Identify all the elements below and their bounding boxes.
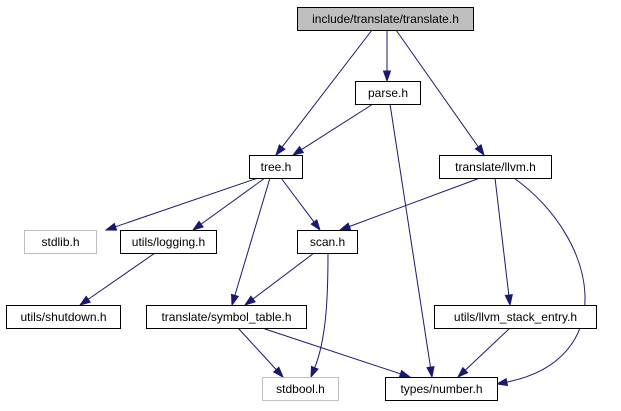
edge-line bbox=[200, 177, 266, 226]
node-label: include/translate/translate.h bbox=[312, 12, 459, 26]
edge-tree_h-to-logging_h bbox=[191, 177, 266, 231]
arrowhead-icon bbox=[310, 219, 321, 232]
node-box bbox=[262, 377, 339, 401]
arrowhead-icon bbox=[338, 222, 352, 231]
node-stdbool-h[interactable]: stdbool.h bbox=[262, 377, 339, 401]
arrowhead-icon bbox=[272, 366, 285, 379]
arrowhead-icon bbox=[382, 70, 392, 83]
arrowhead-icon bbox=[398, 369, 412, 378]
node-translate-h[interactable]: include/translate/translate.h bbox=[297, 7, 474, 31]
node-box bbox=[385, 377, 498, 401]
edge-line bbox=[300, 103, 374, 151]
edge-llvm_h-to-stackentry_h bbox=[494, 177, 513, 307]
node-box bbox=[297, 230, 358, 254]
node-box bbox=[439, 155, 552, 179]
edge-scan_h-to-symtab_h bbox=[243, 252, 315, 306]
edge-stackentry_h-to-number_h bbox=[456, 327, 511, 379]
node-label: stdlib.h bbox=[41, 235, 79, 249]
edge-line bbox=[280, 177, 315, 224]
edge-line bbox=[251, 252, 315, 300]
arrowhead-icon bbox=[104, 222, 118, 231]
edge-scan_h-to-stdbool_h bbox=[310, 252, 329, 379]
node-parse-h[interactable]: parse.h bbox=[355, 81, 421, 105]
edge-line bbox=[234, 177, 271, 297]
edge-parse_h-to-number_h bbox=[389, 103, 435, 379]
edge-line bbox=[348, 177, 481, 228]
node-box bbox=[146, 305, 307, 329]
node-number-h[interactable]: types/number.h bbox=[385, 377, 498, 401]
arrowhead-icon bbox=[78, 295, 92, 306]
edge-tree_h-to-scan_h bbox=[280, 177, 321, 232]
arrowhead-icon bbox=[243, 295, 256, 306]
node-box bbox=[434, 305, 597, 329]
edge-line bbox=[494, 177, 510, 297]
edge-translate_h-to-llvm_h bbox=[395, 29, 485, 157]
node-shutdown-h[interactable]: utils/shutdown.h bbox=[6, 305, 121, 329]
arrowhead-icon bbox=[275, 144, 286, 157]
node-tree-h[interactable]: tree.h bbox=[249, 155, 303, 179]
node-box bbox=[24, 230, 97, 254]
arrowhead-icon bbox=[191, 220, 204, 231]
edge-line bbox=[237, 327, 278, 371]
node-logging-h[interactable]: utils/logging.h bbox=[120, 230, 217, 254]
node-label: utils/llvm_stack_entry.h bbox=[454, 310, 577, 324]
node-label: translate/symbol_table.h bbox=[161, 310, 291, 324]
node-box bbox=[249, 155, 303, 179]
edge-line bbox=[281, 29, 373, 149]
edge-line bbox=[313, 252, 329, 369]
arrowhead-icon bbox=[291, 145, 305, 156]
edge-line bbox=[114, 177, 259, 228]
node-stdlib-h[interactable]: stdlib.h bbox=[24, 230, 97, 254]
edge-llvm_h-to-scan_h bbox=[338, 177, 481, 231]
edge-line bbox=[395, 29, 480, 148]
node-label: parse.h bbox=[368, 86, 408, 100]
edge-tree_h-to-stdlib_h bbox=[104, 177, 259, 231]
edge-logging_h-to-shutdown_h bbox=[78, 252, 156, 306]
nodes-layer: include/translate/translate.h parse.h tree… bbox=[6, 7, 597, 401]
edge-line bbox=[505, 177, 586, 383]
node-box bbox=[355, 81, 421, 105]
arrowhead-icon bbox=[474, 143, 485, 157]
node-llvm-h[interactable]: translate/llvm.h bbox=[439, 155, 552, 179]
edge-symtab_h-to-stdbool_h bbox=[237, 327, 285, 379]
edge-line bbox=[87, 252, 156, 301]
arrowhead-icon bbox=[310, 365, 319, 379]
arrowhead-icon bbox=[230, 293, 240, 307]
node-label: utils/shutdown.h bbox=[20, 310, 106, 324]
edges-layer bbox=[78, 29, 586, 387]
node-label: tree.h bbox=[261, 160, 292, 174]
node-box bbox=[120, 230, 217, 254]
arrowhead-icon bbox=[504, 294, 513, 307]
node-label: utils/logging.h bbox=[132, 235, 205, 249]
edge-line bbox=[464, 327, 511, 372]
edge-line bbox=[389, 103, 432, 369]
node-stackentry-h[interactable]: utils/llvm_stack_entry.h bbox=[434, 305, 597, 329]
node-label: translate/llvm.h bbox=[455, 160, 536, 174]
edge-llvm_h-to-number_h bbox=[495, 177, 586, 387]
node-scan-h[interactable]: scan.h bbox=[297, 230, 358, 254]
edge-parse_h-to-tree_h bbox=[291, 103, 374, 156]
edge-line bbox=[261, 327, 402, 375]
arrowhead-icon bbox=[495, 377, 509, 387]
edge-symtab_h-to-number_h bbox=[261, 327, 412, 378]
arrowhead-icon bbox=[426, 365, 435, 379]
node-label: types/number.h bbox=[400, 382, 482, 396]
node-box bbox=[297, 7, 474, 31]
edge-translate_h-to-parse_h bbox=[382, 30, 392, 83]
node-box bbox=[6, 305, 121, 329]
node-label: scan.h bbox=[310, 235, 345, 249]
arrowhead-icon bbox=[456, 366, 469, 379]
edge-translate_h-to-tree_h bbox=[275, 29, 373, 157]
node-symtab-h[interactable]: translate/symbol_table.h bbox=[146, 305, 307, 329]
edge-tree_h-to-symtab_h bbox=[230, 177, 271, 307]
node-label: stdbool.h bbox=[276, 382, 325, 396]
